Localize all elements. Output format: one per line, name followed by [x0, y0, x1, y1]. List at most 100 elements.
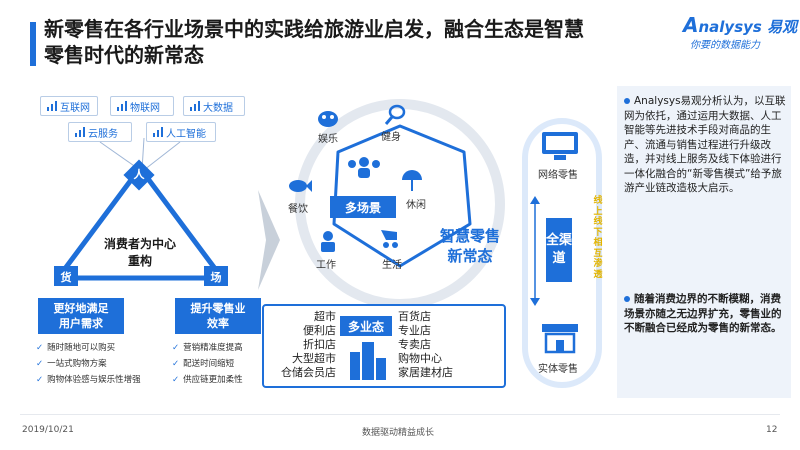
- check-icon: ✓: [172, 343, 180, 353]
- signal-icon: [117, 101, 127, 111]
- user-needs-line2: 用户需求: [59, 317, 103, 330]
- multi-scene-label: 多场景: [330, 196, 396, 218]
- signal-icon: [47, 101, 57, 111]
- triangle-right-marker: [204, 266, 228, 286]
- list-item: 大型超市: [292, 352, 336, 365]
- tech-ai: 人工智能: [146, 122, 216, 142]
- business-left-list: 超市 便利店 折扣店 大型超市 仓储会员店: [272, 310, 336, 380]
- logo-slogan: 你要的数据能力: [690, 40, 760, 51]
- list-item: ✓供应链更加柔性: [172, 375, 243, 385]
- check-icon: ✓: [172, 375, 180, 385]
- list-item: ✓随时随地可以购买: [36, 343, 116, 353]
- worker-icon: [321, 231, 335, 252]
- chevron-right-icon: [258, 190, 280, 290]
- page-number: 12: [766, 425, 778, 435]
- footer-divider: [20, 414, 780, 415]
- user-needs-line1: 更好地满足: [53, 302, 109, 315]
- tech-cloud-label: 云服务: [88, 128, 118, 140]
- triangle-outline: [55, 165, 225, 281]
- list-item: 便利店: [303, 324, 336, 337]
- efficiency-box: 提升零售业 效率: [175, 298, 261, 334]
- efficiency-line2: 效率: [207, 317, 229, 330]
- triangle-diagram: [55, 165, 225, 281]
- offline-retail-label: 实体零售: [538, 364, 578, 375]
- all-channel-badge: 全渠道: [546, 218, 572, 282]
- tech-ai-label: 人工智能: [166, 128, 206, 140]
- bullet-dot: [624, 98, 630, 104]
- logo-cn: 易观: [767, 18, 798, 36]
- people-icon: [348, 157, 380, 178]
- business-right-list: 百货店 专业店 专卖店 购物中心 家居建材店: [398, 310, 498, 380]
- logo-word: nalysys: [698, 18, 762, 36]
- scene-leisure: 休闲: [406, 200, 426, 211]
- list-item: ✓配送时间缩短: [172, 359, 235, 369]
- page-title-line1: 新零售在各行业场景中的实践给旅游业启发，融合生态是智慧: [44, 17, 584, 41]
- online-retail-label: 网络零售: [538, 170, 578, 181]
- triangle-right-label: 场: [210, 271, 222, 284]
- storefront-icon: [542, 324, 578, 354]
- multi-format-label: 多业态: [340, 316, 392, 336]
- bullet-dot: [624, 296, 630, 302]
- triangle-center-text: 消费者为中心 重构: [90, 236, 190, 270]
- efficiency-list: ✓营销精准度提高 ✓配送时间缩短 ✓供应链更加柔性: [172, 340, 243, 388]
- efficiency-line1: 提升零售业: [190, 302, 246, 315]
- building-icon: [350, 342, 386, 380]
- scene-dining: 餐饮: [288, 204, 308, 215]
- triangle-center-line1: 消费者为中心: [103, 237, 176, 251]
- logo-letter-a: A: [683, 13, 699, 37]
- page-title-line2: 零售时代的新常态: [44, 43, 204, 67]
- monitor-icon: [542, 132, 578, 160]
- user-needs-box: 更好地满足 用户需求: [38, 298, 124, 334]
- signal-icon: [153, 127, 163, 137]
- tech-iot-label: 物联网: [130, 102, 160, 114]
- channel-track: [522, 118, 602, 388]
- list-item: 仓储会员店: [281, 366, 336, 379]
- entertainment-icon: [318, 111, 338, 127]
- tech-iot: 物联网: [110, 96, 174, 116]
- list-item: 超市: [314, 310, 336, 323]
- tech-internet: 互联网: [40, 96, 98, 116]
- list-item: ✓营销精准度提高: [172, 343, 243, 353]
- analysis-para2: 随着消费边界的不断模糊，消费场景亦随之无边界扩充，零售业的不断融合已经成为零售的…: [624, 293, 782, 334]
- online-offline-flow-text: 线上线下相互渗透: [593, 196, 603, 280]
- list-item: 百货店: [398, 310, 431, 323]
- scene-fitness: 健身: [381, 132, 401, 143]
- smart-retail-line2: 新常态: [447, 247, 493, 265]
- racket-icon: [384, 104, 406, 125]
- signal-icon: [190, 101, 200, 111]
- signal-icon: [75, 127, 85, 137]
- tech-bigdata: 大数据: [183, 96, 245, 116]
- triangle-left-marker: [54, 266, 78, 286]
- check-icon: ✓: [172, 359, 180, 369]
- analysys-logo: Analysys 易观: [683, 13, 797, 37]
- tech-internet-label: 互联网: [60, 102, 90, 114]
- smart-retail-line1: 智慧零售: [439, 227, 500, 245]
- user-needs-list: ✓随时随地可以购买 ✓一站式购物方案 ✓购物体验感与娱乐性增强: [36, 340, 141, 388]
- umbrella-icon: [402, 170, 422, 191]
- check-icon: ✓: [36, 343, 44, 353]
- check-icon: ✓: [36, 375, 44, 385]
- footer-date: 2019/10/21: [22, 425, 74, 435]
- stroller-icon: [381, 230, 398, 248]
- tech-cloud: 云服务: [68, 122, 132, 142]
- triangle-left-label: 货: [60, 271, 72, 284]
- fish-icon: [289, 180, 312, 192]
- smart-retail-text: 智慧零售 新常态: [430, 226, 510, 266]
- scene-entertainment: 娱乐: [318, 134, 338, 145]
- list-item: 家居建材店: [398, 366, 453, 379]
- list-item: 专业店: [398, 324, 431, 337]
- triangle-top-label: 人: [133, 168, 145, 181]
- scene-work: 工作: [316, 260, 336, 271]
- analysis-panel: [617, 86, 791, 398]
- scene-life: 生活: [382, 260, 402, 271]
- list-item: 折扣店: [303, 338, 336, 351]
- page-title: 新零售在各行业场景中的实践给旅游业启发，融合生态是智慧 零售时代的新常态: [44, 16, 684, 68]
- tech-bigdata-label: 大数据: [203, 102, 233, 114]
- triangle-center-line2: 重构: [127, 254, 152, 268]
- list-item: ✓购物体验感与娱乐性增强: [36, 375, 141, 385]
- list-item: 专卖店: [398, 338, 431, 351]
- title-accent-bar: [30, 22, 36, 66]
- list-item: ✓一站式购物方案: [36, 359, 107, 369]
- footer-slogan: 数据驱动精益成长: [362, 428, 435, 438]
- analysis-para1: Analysys易观分析认为，以互联网为依托，通过运用大数据、人工智能等先进技术…: [624, 95, 786, 194]
